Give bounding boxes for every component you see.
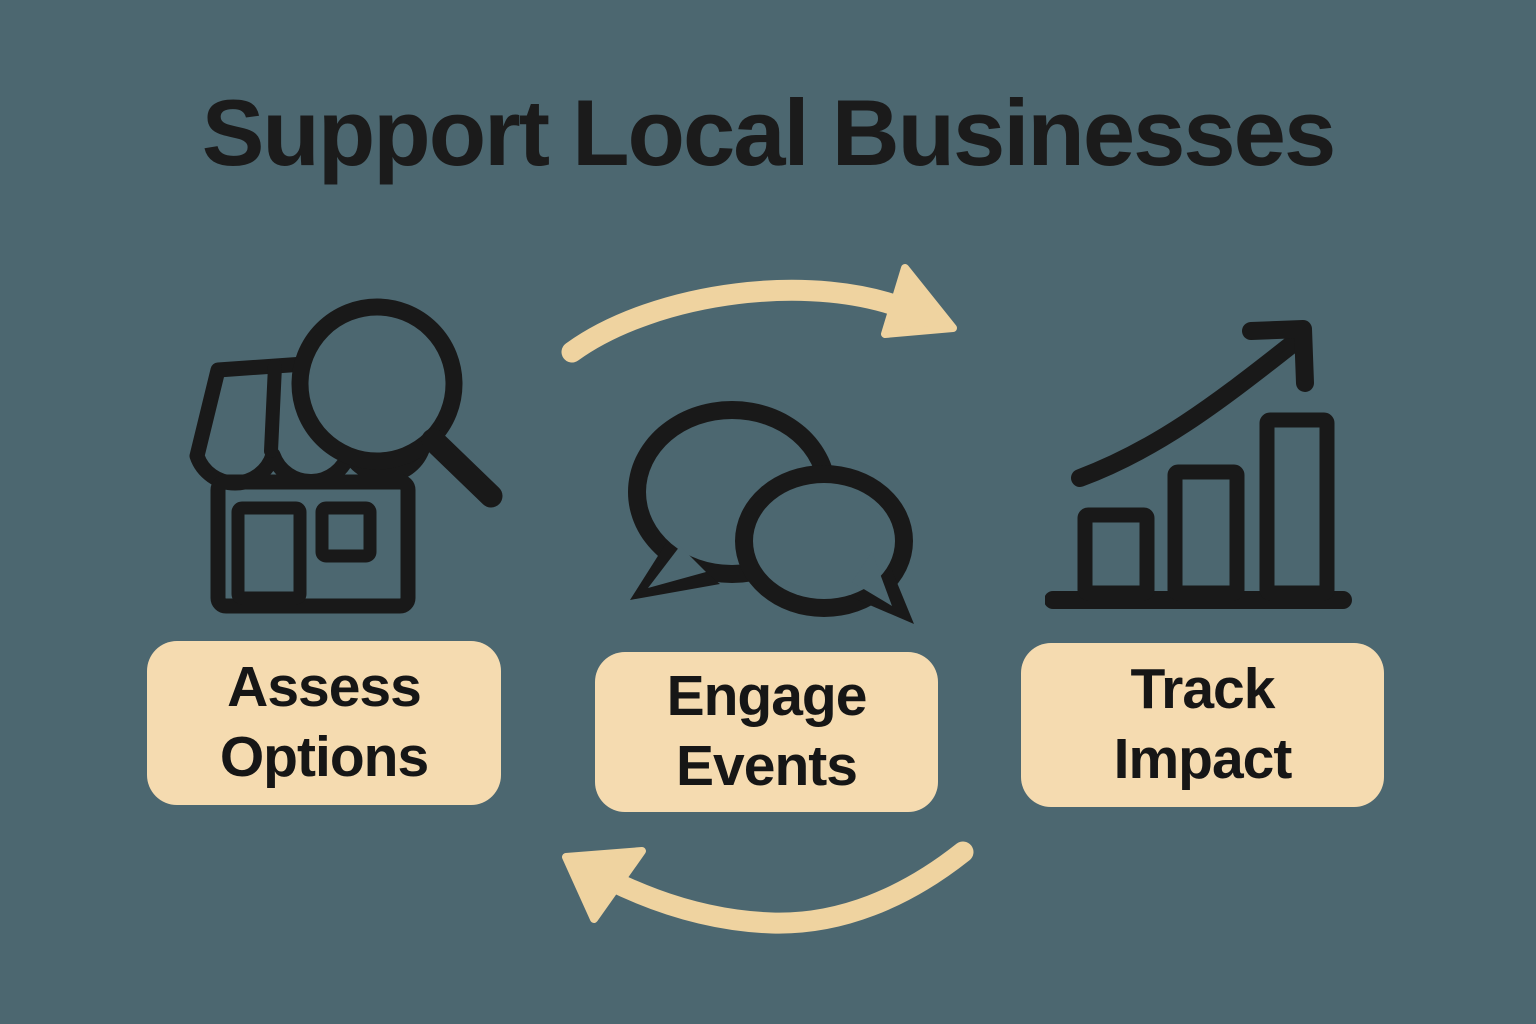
page-title: Support Local Businesses	[201, 80, 1337, 185]
step-label-track-impact: Track Impact	[1021, 643, 1384, 807]
storefront-search-icon	[189, 298, 503, 614]
cycle-arrow-top-icon	[561, 264, 957, 363]
front-bubble-inner	[753, 483, 895, 599]
chart-bar-medium	[1167, 464, 1245, 601]
cycle-arrow-bottom-icon	[562, 841, 974, 934]
step-label-engage-events: Engage Events	[595, 652, 938, 812]
cycle-arrow-top-shaft	[561, 279, 924, 363]
magnifier-handle	[421, 428, 503, 508]
storefront-building	[210, 474, 416, 614]
growth-curve	[1071, 336, 1300, 487]
storefront-door	[231, 501, 307, 605]
back-bubble-tail-inner	[648, 546, 706, 588]
step-label-assess-options: Assess Options	[147, 641, 501, 805]
front-bubble-tail-inner	[852, 552, 892, 606]
growth-arrowhead	[1242, 320, 1314, 392]
magnifier-lens	[291, 298, 463, 470]
chart-bar-small	[1077, 507, 1155, 601]
cycle-arrow-bottom-shaft	[597, 841, 974, 934]
storefront-window	[315, 501, 377, 563]
growth-bar-chart-icon	[1045, 320, 1352, 609]
chart-bar-tall	[1259, 412, 1335, 601]
awning-divider-left	[264, 359, 282, 458]
cycle-arrow-top-head	[881, 264, 957, 338]
cycle-arrow-bottom-head	[562, 847, 646, 923]
chat-bubbles-icon	[628, 401, 914, 624]
